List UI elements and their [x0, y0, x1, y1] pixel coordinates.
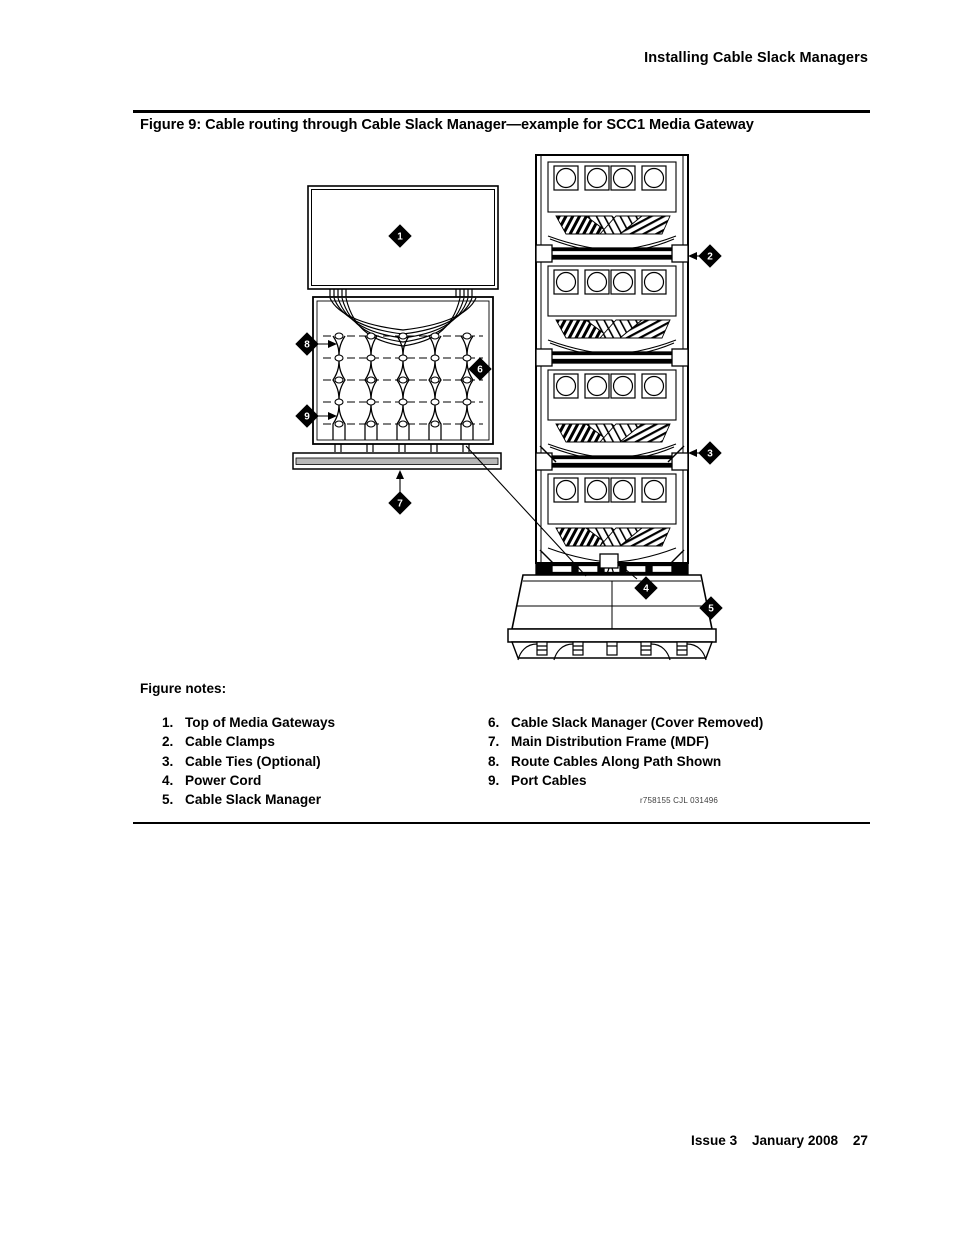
figure-note-text: Cable Slack Manager (Cover Removed)	[511, 715, 764, 730]
figure-note: 1. Top of Media Gateways	[162, 713, 502, 732]
figure-note-text: Power Cord	[185, 772, 262, 788]
figure-note-number: 9.	[488, 772, 500, 788]
figure-note: 8. Route Cables Along Path Shown	[488, 752, 828, 771]
callout-marker-1: 1	[388, 224, 412, 248]
figure-note-number: 4.	[162, 772, 174, 788]
figure-note-text: Cable Slack Manager	[185, 792, 321, 808]
artwork-credit: r758155 CJL 031496	[640, 796, 719, 805]
callout-number: 2	[707, 252, 713, 263]
figure-note-number: 5.	[162, 792, 174, 808]
footer-page-number: 27	[852, 1133, 868, 1148]
cable-hook	[517, 641, 707, 661]
media-gateway-unit	[547, 161, 677, 254]
callout-number: 5	[708, 604, 714, 615]
figure-note-text: Cable Ties (Optional)	[185, 753, 321, 769]
figure-bottom-rule	[133, 822, 870, 825]
figure-note-number: 1.	[162, 715, 174, 730]
figure-note: 5. Cable Slack Manager	[162, 790, 502, 809]
port-module	[553, 165, 667, 191]
port-module	[553, 269, 667, 295]
figure-note-number: 2.	[162, 734, 174, 750]
callout-marker-5: 5	[699, 596, 723, 620]
cable-tie	[539, 445, 685, 463]
figure-note-number: 6.	[488, 715, 500, 730]
top-of-media-gateways-box	[307, 185, 499, 290]
page-footer: Issue 3 January 2008 27	[691, 1133, 868, 1148]
running-head: Installing Cable Slack Managers	[644, 50, 868, 66]
cable-routing-illustration: 1 2 3 4 5 6 7 8 9	[292, 154, 723, 661]
media-gateway-unit	[547, 369, 677, 462]
figure-note-number: 8.	[488, 753, 500, 769]
figure-title: Figure 9: Cable routing through Cable Sl…	[140, 117, 754, 133]
cable-clamp	[535, 452, 689, 471]
gateway-cable-stubs	[329, 289, 473, 298]
port-module	[553, 477, 667, 503]
cable-fan	[555, 527, 671, 547]
cable-fan	[555, 215, 671, 235]
cable-clamp	[535, 244, 689, 263]
cable-slack-manager-base	[507, 574, 717, 661]
figure-note-text: Port Cables	[511, 772, 587, 788]
callout-marker-7: 7	[388, 491, 412, 515]
callout-number: 6	[477, 365, 483, 376]
figure-note: 4. Power Cord	[162, 771, 502, 790]
figure-notes: 1. Top of Media Gateways 2. Cable Clamps…	[140, 713, 870, 813]
callout-number: 1	[397, 232, 403, 243]
footer-date: January 2008	[751, 1133, 839, 1148]
figure-notes-heading: Figure notes:	[140, 681, 227, 696]
figure-note: 2. Cable Clamps	[162, 732, 502, 751]
figure-note-number: 7.	[488, 734, 500, 750]
figure-note: 7. Main Distribution Frame (MDF)	[488, 732, 828, 751]
equipment-rack	[535, 154, 689, 576]
cable-clamp	[535, 348, 689, 367]
cable-fan	[555, 423, 671, 443]
figure-note-text: Top of Media Gateways	[185, 715, 336, 730]
callout-number: 3	[707, 449, 713, 460]
cable-tie-rows	[323, 332, 483, 428]
callout-number: 8	[304, 340, 310, 351]
callout-marker-4: 4	[634, 576, 658, 600]
figure-notes-column-left: 1. Top of Media Gateways 2. Cable Clamps…	[162, 713, 502, 809]
figure-top-rule	[133, 110, 870, 113]
figure-note-text: Route Cables Along Path Shown	[511, 753, 722, 769]
callout-number: 4	[643, 584, 649, 595]
figure-note: 3. Cable Ties (Optional)	[162, 752, 502, 771]
figure-note: 6. Cable Slack Manager (Cover Removed)	[488, 713, 828, 732]
figure-note: 9. Port Cables	[488, 771, 828, 790]
footer-issue: Issue 3	[691, 1133, 738, 1148]
callout-marker-9: 9	[295, 404, 319, 428]
leader-lines	[317, 252, 700, 580]
figure-note-text: Cable Clamps	[185, 734, 275, 750]
figure-note-text: Main Distribution Frame (MDF)	[511, 734, 709, 750]
slack-manager-bottom-stubs	[334, 444, 470, 452]
figure-artwork: 1 2 3 4 5 6 7 8 9 r758155 CJL 031496	[0, 140, 954, 805]
callout-marker-8: 8	[295, 332, 319, 356]
port-module	[553, 373, 667, 399]
media-gateway-unit	[547, 473, 677, 563]
figure-notes-column-right: 6. Cable Slack Manager (Cover Removed) 7…	[488, 713, 828, 790]
callout-marker-2: 2	[698, 244, 722, 268]
callout-marker-3: 3	[698, 441, 722, 465]
callout-number: 9	[304, 412, 310, 423]
callout-group: 1 2 3 4 5 6 7 8 9	[295, 224, 723, 620]
cable-fan	[555, 319, 671, 339]
main-distribution-frame-bar	[292, 452, 502, 470]
callout-number: 7	[397, 499, 403, 510]
callout-marker-6: 6	[468, 357, 492, 381]
figure-note-number: 3.	[162, 753, 174, 769]
